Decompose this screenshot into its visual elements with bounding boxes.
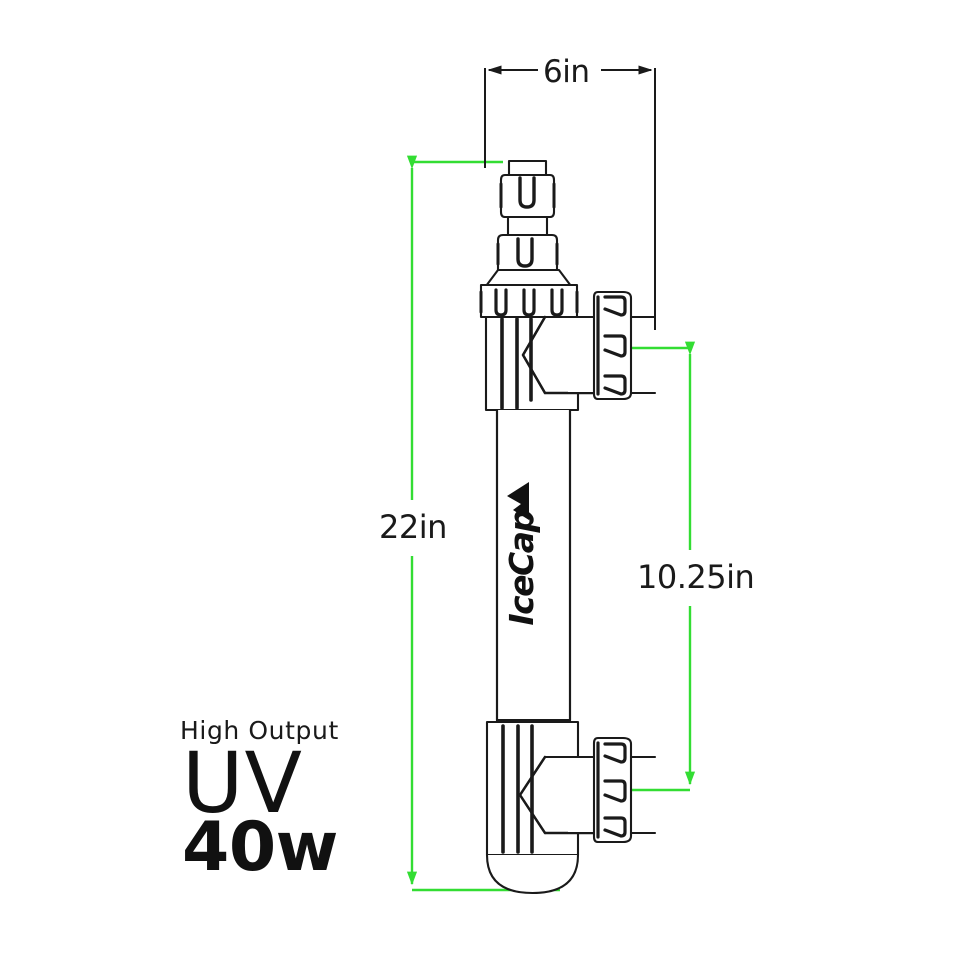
product-name: UV bbox=[182, 734, 303, 832]
top-cap-barrel bbox=[506, 215, 549, 237]
top-cap-upper-collar bbox=[499, 159, 556, 219]
product-tagline: High Output bbox=[180, 716, 339, 745]
top-cap-lower-collar bbox=[496, 233, 559, 277]
upper-union-nut bbox=[592, 290, 657, 401]
upper-housing-flange bbox=[479, 283, 579, 319]
brand-logo: IceCap bbox=[502, 482, 541, 626]
dimension-label-10-25in: 10.25in bbox=[637, 558, 755, 596]
mountain-peak-icon bbox=[507, 482, 529, 520]
main-body-tube bbox=[495, 408, 572, 724]
brand-logo-text: IceCap bbox=[502, 509, 541, 625]
uv-sterilizer-body bbox=[479, 159, 657, 895]
product-title-block: High Output UV 40w bbox=[158, 716, 428, 888]
dimension-label-6in: 6in bbox=[543, 54, 590, 90]
product-wattage: 40w bbox=[182, 808, 338, 888]
bottom-dome-cap bbox=[485, 853, 580, 895]
dimension-label-22in: 22in bbox=[379, 508, 447, 546]
lower-union-nut bbox=[592, 736, 657, 844]
dimension-6in bbox=[484, 68, 656, 330]
